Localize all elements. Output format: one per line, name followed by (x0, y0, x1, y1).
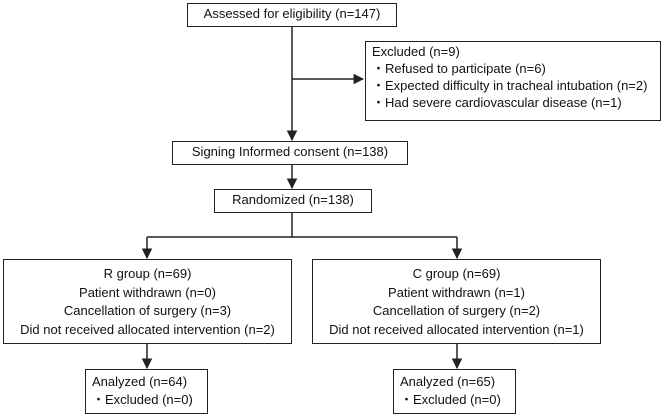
r-group-withdrawn: Patient withdrawn (n=0) (79, 284, 216, 300)
r-group-not-received: Did not received allocated intervention … (20, 321, 275, 337)
excluded-box: Excluded (n=9) ・Refused to participate (… (365, 41, 661, 121)
r-group-box: R group (n=69) Patient withdrawn (n=0) C… (3, 259, 292, 344)
bullet-icon: ・ (372, 61, 386, 76)
excluded-reason: ・Expected difficulty in tracheal intubat… (372, 78, 648, 93)
c-group-not-received: Did not received allocated intervention … (329, 321, 584, 337)
c-group-withdrawn: Patient withdrawn (n=1) (388, 284, 525, 300)
c-analyzed-box: Analyzed (n=65) ・Excluded (n=0) (393, 369, 516, 414)
bullet-icon: ・ (400, 392, 414, 407)
c-analyzed-title: Analyzed (n=65) (400, 374, 496, 389)
excluded-reason: ・Had severe cardiovascular disease (n=1) (372, 95, 622, 110)
c-group-box: C group (n=69) Patient withdrawn (n=1) C… (312, 259, 601, 344)
bullet-icon: ・ (372, 95, 386, 110)
randomized-box: Randomized (n=138) (214, 189, 372, 213)
excluded-title: Excluded (n=9) (372, 44, 460, 59)
assessed-box: Assessed for eligibility (n=147) (187, 3, 397, 27)
consent-label: Signing Informed consent (n=138) (191, 144, 389, 159)
assessed-label: Assessed for eligibility (n=147) (203, 6, 381, 21)
c-group-cancellation: Cancellation of surgery (n=2) (372, 303, 541, 318)
r-analyzed-box: Analyzed (n=64) ・Excluded (n=0) (85, 369, 208, 414)
excluded-reason: ・Refused to participate (n=6) (372, 61, 546, 76)
bullet-icon: ・ (372, 78, 386, 93)
r-analyzed-excluded: ・Excluded (n=0) (92, 392, 193, 407)
consent-box: Signing Informed consent (n=138) (172, 141, 408, 165)
randomized-label: Randomized (n=138) (232, 192, 354, 207)
c-analyzed-excluded: ・Excluded (n=0) (400, 392, 501, 407)
c-group-title: C group (n=69) (412, 266, 501, 281)
r-analyzed-title: Analyzed (n=64) (92, 374, 188, 389)
r-group-title: R group (n=69) (103, 266, 192, 281)
r-group-cancellation: Cancellation of surgery (n=3) (63, 303, 232, 318)
bullet-icon: ・ (92, 392, 106, 407)
